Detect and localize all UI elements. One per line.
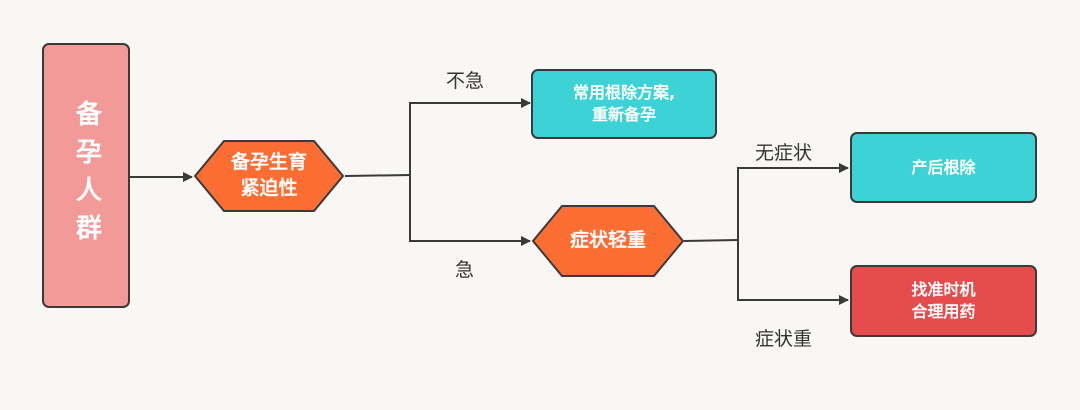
postpartum-node: 产后根除 <box>850 132 1037 203</box>
urgency-line2: 紧迫性 <box>240 177 298 199</box>
population-label: 备孕人群 <box>71 99 102 252</box>
severity-label: 症状轻重 <box>569 229 646 252</box>
urgency-node: 备孕生育 紧迫性 <box>193 139 345 213</box>
arrow-not-urgent <box>409 98 531 175</box>
edge-label-severe: 症状重 <box>755 328 813 350</box>
severity-hexagon <box>531 205 685 277</box>
edge-label-urgent: 急 <box>455 259 475 281</box>
line-severity-to-split <box>683 239 739 242</box>
population-node: 备孕人群 <box>42 43 130 308</box>
arrow-severe <box>737 240 849 305</box>
medicate-line2: 合理用药 <box>911 302 976 321</box>
line-urgency-to-split <box>344 174 411 177</box>
radical-line1: 常用根除方案, <box>572 83 676 103</box>
postpartum-label: 产后根除 <box>911 157 976 177</box>
radical-line2: 重新备孕 <box>591 105 656 124</box>
urgency-hexagon <box>193 140 345 212</box>
medicate-node: 找准时机 合理用药 <box>850 265 1037 337</box>
medicate-line1: 找准时机 <box>911 280 976 300</box>
edge-label-not-urgent: 不急 <box>446 70 485 92</box>
urgency-line1: 备孕生育 <box>230 151 307 174</box>
arrow-urgent <box>409 175 531 246</box>
arrow-no-symptoms <box>737 163 849 240</box>
severity-node: 症状轻重 <box>531 204 685 278</box>
radical-plan-node: 常用根除方案, 重新备孕 <box>531 69 717 139</box>
edge-label-no-symptoms: 无症状 <box>755 142 813 164</box>
